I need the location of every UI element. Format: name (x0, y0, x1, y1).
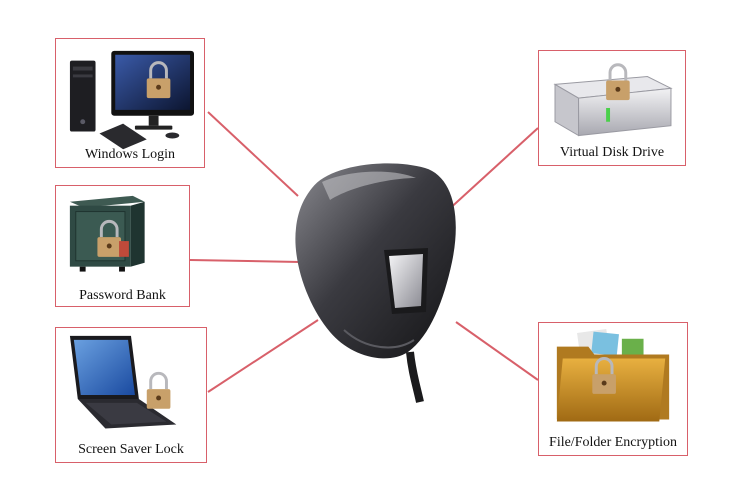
virtual-disk-drive-node: Virtual Disk Drive (538, 50, 686, 166)
password-bank-label: Password Bank (79, 288, 166, 303)
connector-password-bank (189, 259, 301, 263)
screen-saver-lock-label: Screen Saver Lock (78, 442, 184, 457)
folder-lock-icon (556, 328, 670, 422)
connector-screen-saver-lock (207, 319, 319, 393)
windows-login-node: Windows Login (55, 38, 205, 168)
screen-saver-lock-node: Screen Saver Lock (55, 327, 207, 463)
password-bank-node: Password Bank (55, 185, 190, 307)
file-folder-encryption-node: File/Folder Encryption (538, 322, 688, 456)
safe-lock-icon (69, 195, 145, 272)
laptop-lock-icon (69, 335, 177, 429)
connector-windows-login (207, 111, 299, 197)
file-folder-encryption-label: File/Folder Encryption (549, 435, 677, 450)
connector-virtual-disk-drive (445, 127, 539, 213)
connector-file-folder-encryption (455, 321, 539, 381)
windows-login-label: Windows Login (84, 147, 176, 162)
virtual-disk-drive-label: Virtual Disk Drive (559, 145, 665, 160)
hard-drive-lock-icon (553, 63, 673, 137)
desktop-computer-lock-icon (69, 50, 194, 150)
